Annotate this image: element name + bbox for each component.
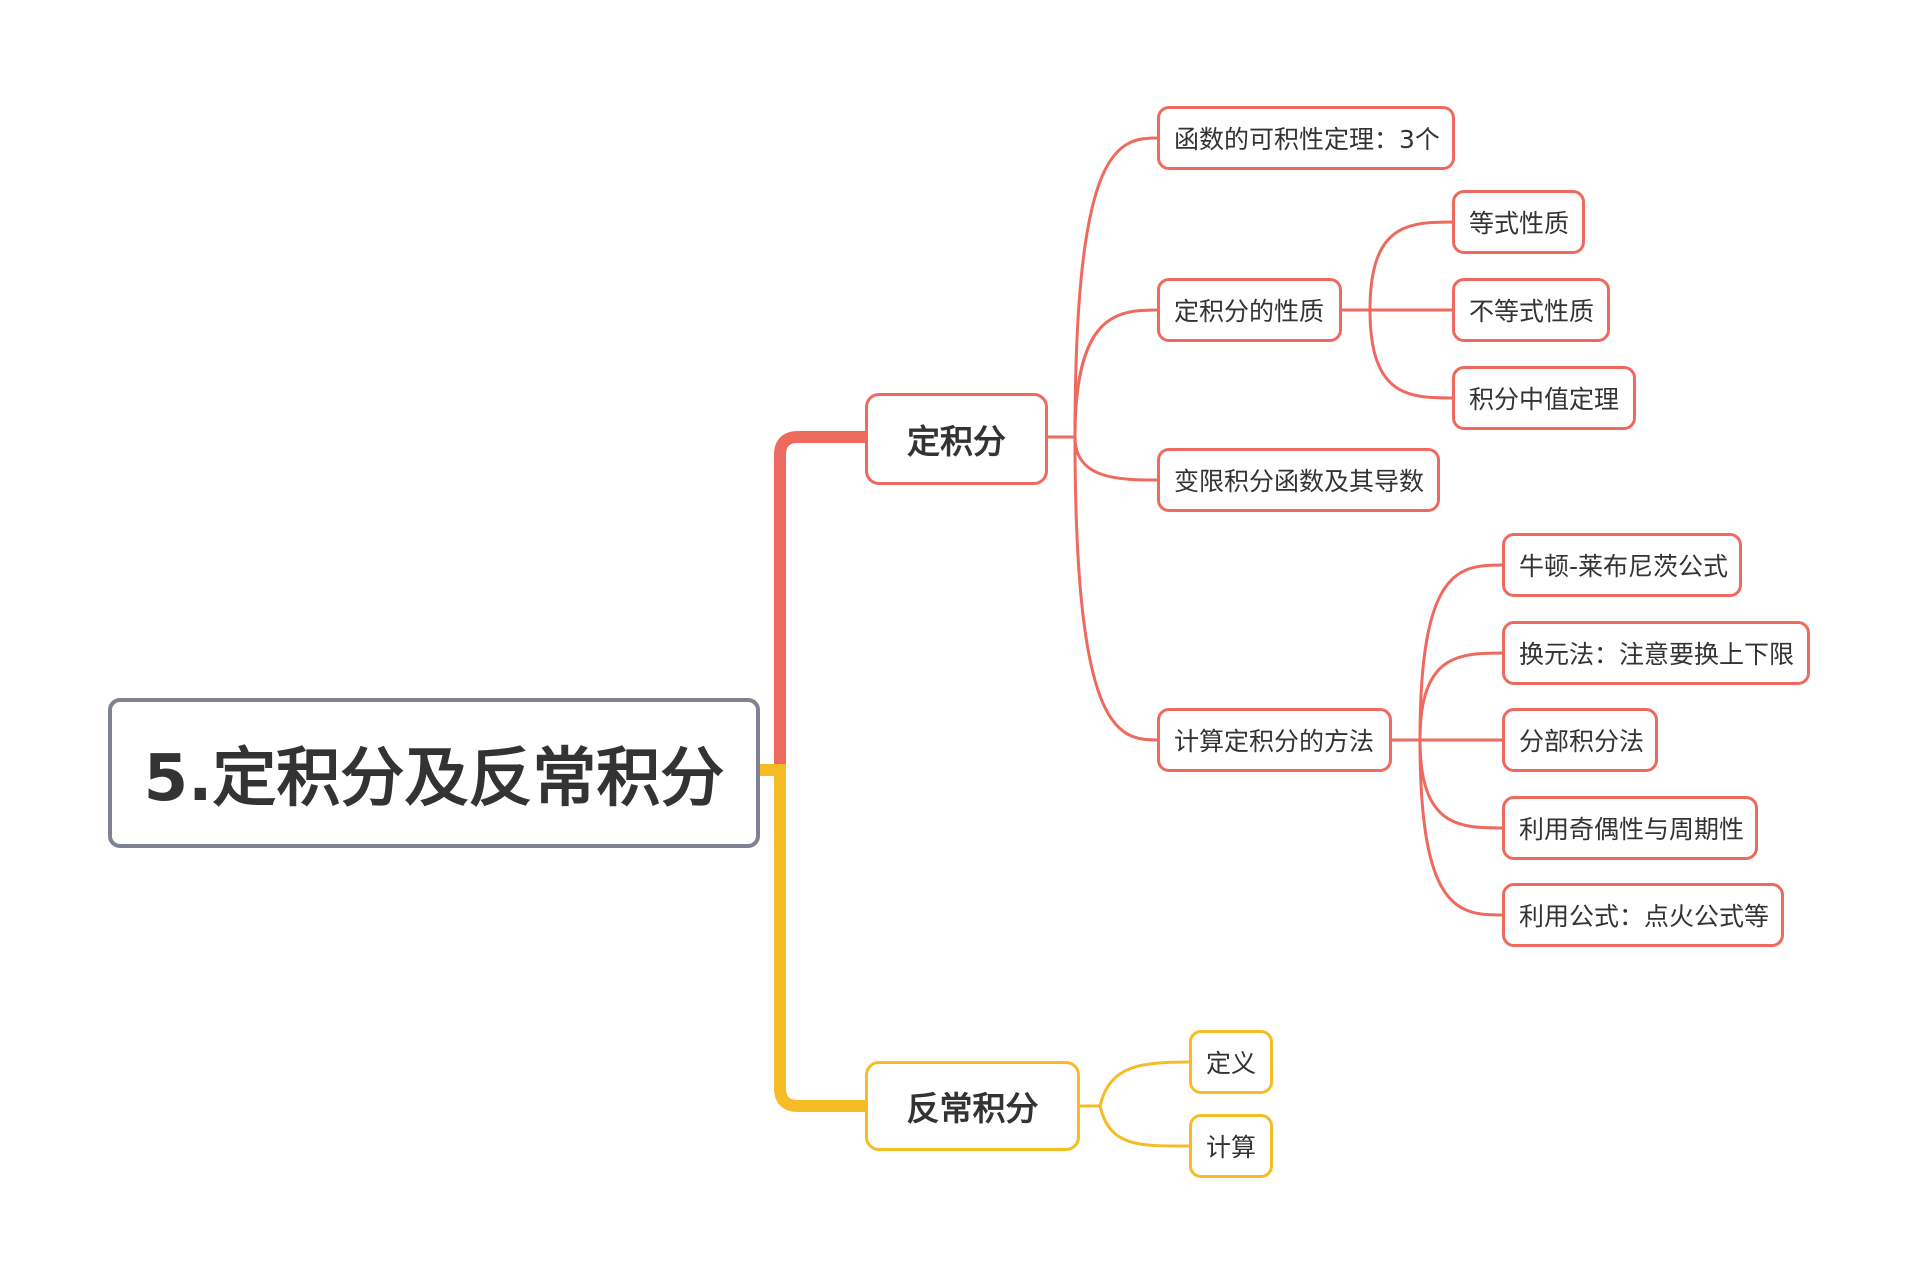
definite-to-methods-connector [1048,435,1161,742]
properties-to-equality-connector [1342,220,1456,312]
topic-integration-by-parts-label: 分部积分法 [1519,727,1645,756]
topic-integration-by-parts[interactable]: 分部积分法 [1502,708,1658,772]
topic-properties-label: 定积分的性质 [1174,297,1325,326]
definite-to-properties-connector [1048,308,1161,439]
topic-variable-limit-label: 变限积分函数及其导数 [1174,467,1425,496]
topic-definition[interactable]: 定义 [1189,1030,1273,1094]
topic-properties[interactable]: 定积分的性质 [1157,278,1342,342]
topic-formula-label: 利用公式：点火公式等 [1519,902,1770,931]
improper-to-calculation-connector [1080,1104,1193,1148]
topic-improper-integral-label: 反常积分 [906,1089,1039,1128]
root-to-improper-connector [760,764,868,1112]
methods-to-newton-leibniz-connector [1392,563,1506,742]
topic-definite-integral[interactable]: 定积分 [865,393,1048,485]
methods-to-substitution-connector [1392,651,1506,742]
topic-improper-integral[interactable]: 反常积分 [865,1061,1080,1151]
definite-to-integrability-connector [1048,136,1161,439]
topic-variable-limit[interactable]: 变限积分函数及其导数 [1157,448,1440,512]
methods-to-parity-connector [1392,738,1506,830]
topic-inequality-property[interactable]: 不等式性质 [1452,278,1610,342]
topic-formula[interactable]: 利用公式：点火公式等 [1502,883,1784,947]
root-to-definite-connector [760,431,868,776]
topic-definite-integral-label: 定积分 [907,422,1006,461]
properties-to-mean-value-connector [1342,308,1456,400]
topic-mean-value-theorem[interactable]: 积分中值定理 [1452,366,1636,430]
root-topic-label: 5.定积分及反常积分 [143,742,725,816]
topic-parity-periodicity-label: 利用奇偶性与周期性 [1519,815,1745,844]
topic-definition-label: 定义 [1205,1049,1256,1078]
topic-integrability-label: 函数的可积性定理：3个 [1174,125,1440,154]
topic-equality-property[interactable]: 等式性质 [1452,190,1585,254]
topic-calculation-label: 计算 [1205,1133,1256,1162]
topic-calculation-methods-label: 计算定积分的方法 [1174,727,1375,756]
topic-parity-periodicity[interactable]: 利用奇偶性与周期性 [1502,796,1758,860]
topic-newton-leibniz-label: 牛顿-莱布尼茨公式 [1519,552,1729,581]
definite-to-variable-limit-connector [1048,435,1161,482]
topic-substitution-label: 换元法：注意要换上下限 [1519,640,1795,669]
topic-inequality-property-label: 不等式性质 [1469,297,1595,326]
improper-to-definition-connector [1080,1060,1193,1108]
methods-to-formula-connector [1392,738,1506,917]
root-topic[interactable]: 5.定积分及反常积分 [108,698,760,848]
topic-integrability[interactable]: 函数的可积性定理：3个 [1157,106,1455,170]
topic-newton-leibniz[interactable]: 牛顿-莱布尼茨公式 [1502,533,1742,597]
topic-mean-value-theorem-label: 积分中值定理 [1469,385,1620,414]
topic-calculation[interactable]: 计算 [1189,1114,1273,1178]
topic-substitution[interactable]: 换元法：注意要换上下限 [1502,621,1810,685]
topic-equality-property-label: 等式性质 [1469,209,1570,238]
topic-calculation-methods[interactable]: 计算定积分的方法 [1157,708,1392,772]
